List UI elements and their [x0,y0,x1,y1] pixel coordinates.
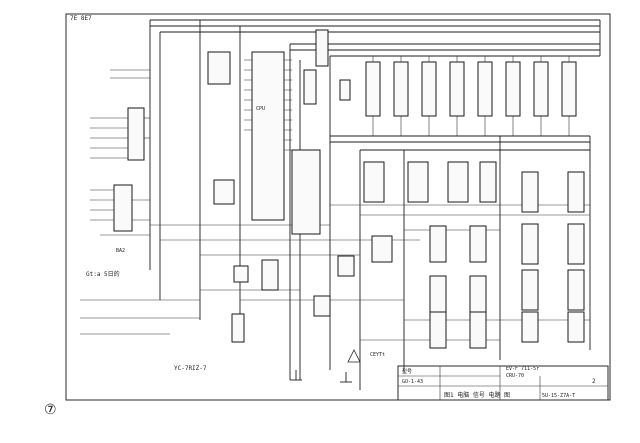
left-sub-note-label: BA2 [116,248,125,254]
vertical-trunk-wires [149,20,601,390]
page-number: ⑦ [44,402,57,418]
title-block-type: 型号 [402,368,412,375]
top-bus-wires [150,19,600,151]
title-block-sheet-no: 2 [592,378,596,385]
cross-wires [80,204,590,341]
right-sub-note-label: CRU-70 [506,373,524,379]
lower-logic-chips [231,235,393,343]
cpu-chip: CPU [244,51,292,221]
drawing-border [65,13,611,401]
top-left-code-label: 7E 8E7 [70,15,92,22]
left-note-label: Gt:a 5日的 [86,270,120,278]
title-block-code: GO-1-43 [402,379,423,385]
title-block-name: 图1 电脑 信号 电路 图 [444,391,510,399]
svg-text:CPU: CPU [256,106,265,112]
title-block-drawing-no: 5U-15-Z7A-T [542,393,575,399]
decoder-chips [207,29,351,105]
title-block [397,365,609,401]
lower-note-label: YC-7RIZ-7 [174,365,207,372]
memory-chip-row [365,56,577,136]
left-gate-chips [90,69,150,232]
mid-note-label: CEYTt [370,352,385,358]
ground-symbols [290,349,361,383]
right-note-label: EV-F 711-5r [506,366,539,372]
buffer-chips [213,149,497,235]
right-chip-grid [429,171,585,349]
